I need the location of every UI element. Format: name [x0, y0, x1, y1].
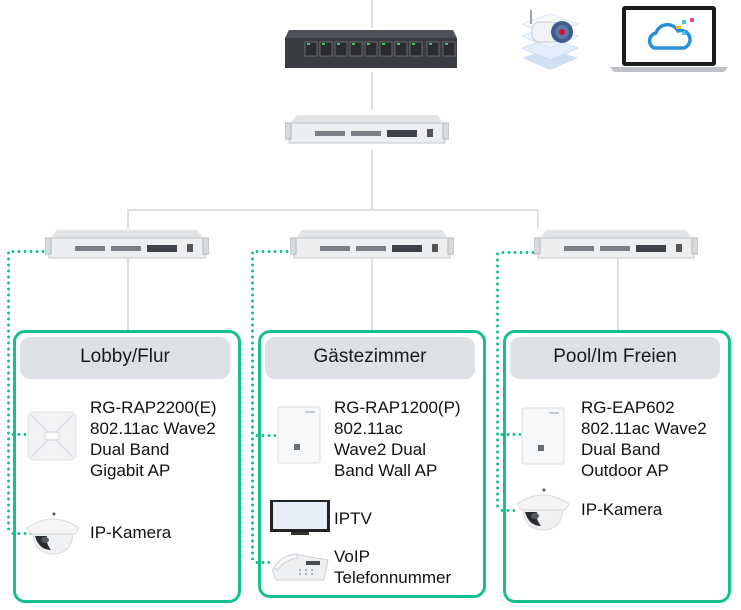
dome-camera: [25, 510, 81, 556]
zone-line-middle: [371, 258, 373, 330]
uplink-line-core-distribution: [371, 150, 373, 210]
laptop-cloud-icon: [610, 4, 728, 74]
zone-title: Gästezimmer: [265, 337, 475, 379]
camera-cloud-service: [518, 4, 582, 74]
zone-guest-rooms: [258, 330, 486, 598]
device-label: RG-EAP602 802.11ac Wave2 Dual Band Outdo…: [581, 397, 707, 481]
uplink-line-gateway-core: [371, 72, 373, 110]
rack-switch-icon: [290, 228, 454, 262]
dotted-link: [251, 250, 254, 560]
dotted-link: [7, 250, 10, 532]
device-desc: Band Wall AP: [334, 461, 438, 480]
device-label: IP-Kamera: [581, 499, 662, 520]
outdoor-ap: [521, 407, 565, 465]
rack-switch-icon: [534, 228, 698, 262]
dotted-link: [500, 251, 534, 254]
zone-title: Pool/Im Freien: [510, 337, 720, 379]
device-label: RG-RAP1200(P) 802.11ac Wave2 Dual Band W…: [334, 397, 461, 481]
device-label: RG-RAP2200(E) 802.11ac Wave2 Dual Band G…: [90, 397, 217, 481]
zone-pool-outdoor: [503, 330, 731, 603]
device-desc: Gigabit AP: [90, 461, 171, 480]
access-switch-left: [45, 228, 209, 262]
device-desc: Dual Band: [581, 440, 661, 459]
dotted-link: [10, 532, 34, 535]
device-desc: Telefonnummer: [334, 568, 452, 587]
dotted-link: [499, 433, 521, 436]
device-model: RG-RAP1200(P): [334, 398, 461, 417]
poe-gateway-switch: [283, 26, 459, 72]
distribution-bus-line: [127, 209, 539, 211]
rack-switch-icon: [45, 228, 209, 262]
zone-line-right: [617, 258, 619, 330]
device-desc: Outdoor AP: [581, 461, 669, 480]
core-switch: [285, 113, 449, 147]
dome-camera-icon: [25, 510, 81, 556]
ceiling-ap: [27, 411, 77, 461]
device-desc: 802.11ac Wave2: [581, 419, 707, 438]
device-model: RG-EAP602: [581, 398, 675, 417]
cloud-management-laptop: [610, 4, 728, 74]
device-desc: 802.11ac: [334, 419, 403, 438]
dome-camera-icon: [515, 486, 571, 532]
device-desc: Wave2 Dual: [334, 440, 426, 459]
voip-phone: [270, 548, 330, 584]
dotted-link: [10, 433, 32, 436]
access-switch-middle: [290, 228, 454, 262]
device-label: IP-Kamera: [90, 522, 171, 543]
dotted-link: [254, 434, 276, 437]
device-label: VoIP Telefonnummer: [334, 546, 451, 588]
zone-title: Lobby/Flur: [20, 337, 230, 379]
iptv: [269, 499, 331, 537]
camera-cloud-icon: [518, 4, 582, 74]
dotted-link: [254, 561, 270, 564]
wall-ap-icon: [521, 407, 565, 465]
rack-switch-icon: [285, 113, 449, 147]
device-model: RG-RAP2200(E): [90, 398, 217, 417]
ceiling-ap-icon: [27, 411, 77, 461]
dotted-link: [254, 250, 290, 253]
dotted-link: [499, 509, 515, 512]
dome-camera: [515, 486, 571, 532]
zone-line-left: [127, 258, 129, 330]
dotted-link: [10, 250, 46, 253]
wall-ap: [277, 406, 321, 464]
dotted-link: [496, 251, 499, 509]
device-model: IP-Kamera: [581, 500, 663, 519]
drop-line-left: [127, 209, 129, 229]
zone-lobby: [13, 330, 241, 603]
uplink-line-top: [371, 0, 373, 28]
device-model: IPTV: [334, 509, 372, 528]
drop-line-right: [537, 209, 539, 229]
device-model: IP-Kamera: [90, 523, 172, 542]
voip-phone-icon: [270, 548, 330, 584]
access-switch-right: [534, 228, 698, 262]
device-desc: 802.11ac Wave2: [90, 419, 216, 438]
device-label: IPTV: [334, 508, 372, 529]
switch-desktop-icon: [283, 26, 459, 72]
device-desc: Dual Band: [90, 440, 170, 459]
wall-ap-icon: [277, 406, 321, 464]
tv-icon: [269, 499, 331, 537]
device-model: VoIP: [334, 547, 370, 566]
